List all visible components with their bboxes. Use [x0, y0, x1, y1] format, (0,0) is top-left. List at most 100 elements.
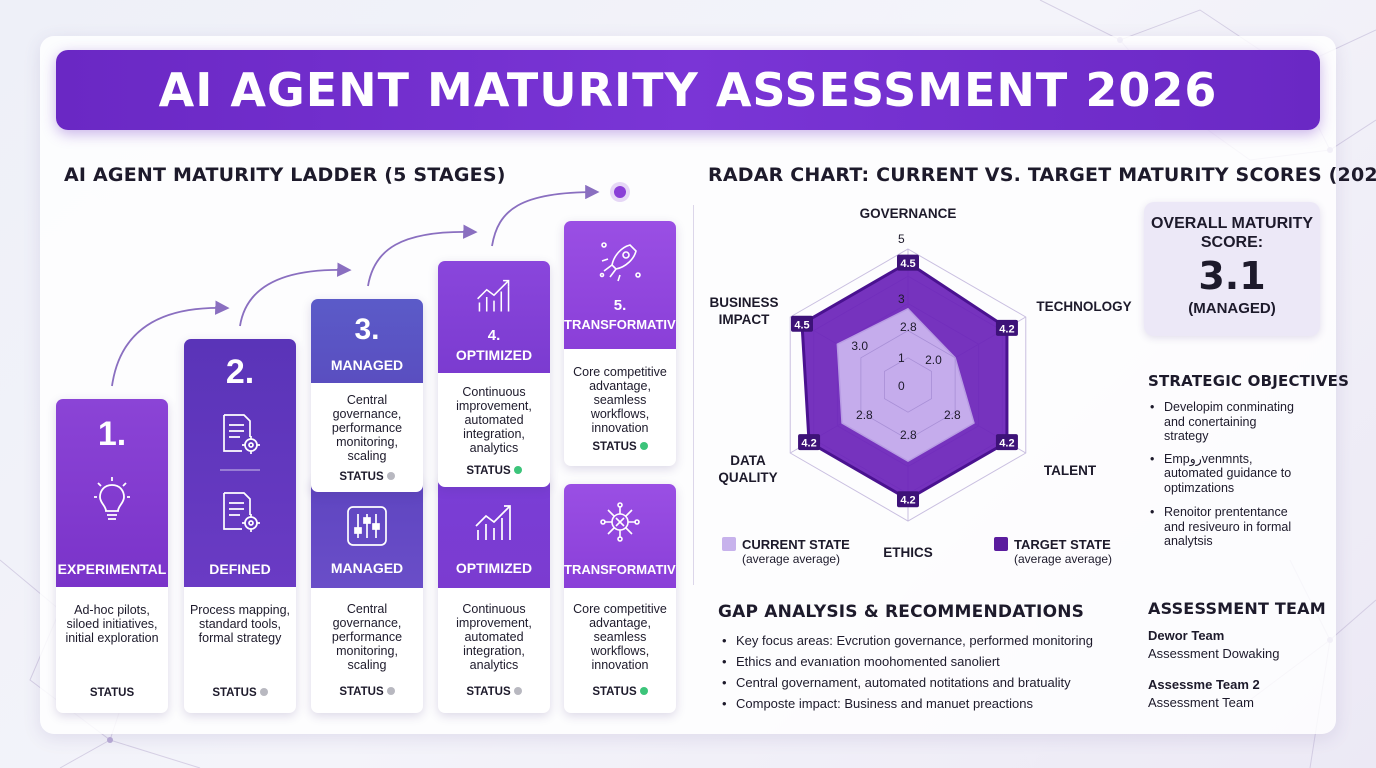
divider — [220, 469, 260, 471]
objectives-title: STRATEGIC OBJECTIVES — [1148, 372, 1350, 390]
radar-target-value-label: 4.2 — [900, 495, 915, 507]
stage-4-number: 4. — [487, 327, 501, 344]
radar-axis-label: BUSINESS — [709, 295, 778, 310]
ladder-arrows — [111, 182, 630, 387]
legend-current: CURRENT STATE (average average) — [722, 537, 850, 566]
radar-inner-ring — [884, 357, 932, 413]
radar-chart: 01352.82.02.82.82.83.04.54.24.24.24.24.5… — [709, 206, 1131, 560]
stage-2-status: STATUS — [184, 687, 296, 699]
stage-3-header: 3. MANAGED — [311, 299, 423, 383]
stage-5-status: STATUS — [564, 441, 676, 453]
overall-score-label: OVERALL MATURITY SCORE: — [1150, 215, 1314, 251]
growth-chart-icon — [477, 279, 510, 312]
gap-list: Key focus areas: Evcrution governance, p… — [720, 630, 1130, 714]
radar-target-value-label: 4.2 — [999, 438, 1014, 450]
column-divider — [693, 205, 694, 585]
radar-scale-tick: 1 — [898, 351, 905, 365]
stage-1-header: 1. EXPERIMENTAL — [56, 399, 168, 587]
stage-2-header: 2. DEFINED — [184, 339, 296, 587]
radar-target-badge — [897, 254, 919, 271]
radar-target-badge — [995, 434, 1018, 451]
radar-target-value-label: 4.5 — [900, 258, 915, 270]
radar-current-value-label: 2.0 — [925, 353, 942, 367]
radar-target-badge — [995, 319, 1018, 336]
network-icon — [600, 502, 640, 542]
title-banner: AI AGENT MATURITY ASSESSMENT 2026 — [56, 50, 1320, 130]
stage-5-lower-label: TRANSFORMATIVE — [564, 562, 676, 577]
list-item: Empروvenmnts,automated guidance tooptimz… — [1148, 452, 1328, 496]
list-item: Ethics and evanıation moohomented sanoli… — [720, 651, 1130, 672]
stage-1-card[interactable]: 1. EXPERIMENTAL Ad-hoc pilots,siloed ini… — [56, 399, 168, 713]
radar-current-value-label: 2.8 — [856, 408, 873, 422]
stage-5-number: 5. — [613, 297, 627, 314]
radar-axis-label: IMPACT — [719, 312, 770, 327]
radar-current-value-label: 2.8 — [944, 408, 961, 422]
radar-target-value-label: 4.5 — [794, 319, 809, 331]
stage-2-number: 2. — [225, 353, 255, 391]
document-gear-icon — [223, 414, 260, 454]
legend-current-swatch — [722, 537, 736, 551]
radar-current-value-label: 3.0 — [851, 339, 868, 353]
stage-4-status: STATUS — [438, 465, 550, 477]
overall-score-card: OVERALL MATURITY SCORE: 3.1 (MANAGED) — [1144, 202, 1320, 336]
legend-target-swatch — [994, 537, 1008, 551]
radar-scale-tick: 3 — [898, 292, 905, 306]
stage-2-card[interactable]: 2. DEFINED Process mapping,standard tool… — [184, 339, 296, 713]
radar-target-value-label: 4.2 — [999, 323, 1014, 335]
radar-axis-label: ETHICS — [883, 545, 933, 560]
stage-4-label: OPTIMIZED — [455, 347, 533, 363]
team-title: ASSESSMENT TEAM — [1148, 599, 1326, 618]
radar-scale-tick: 5 — [898, 232, 905, 246]
radar-axis-label: QUALITY — [718, 470, 777, 485]
radar-axis-label: TECHNOLOGY — [1036, 299, 1131, 314]
team-member: Dewor Team Assessment Dowaking — [1148, 628, 1280, 661]
rocket-icon — [599, 242, 641, 282]
radar-axis-label: GOVERNANCE — [860, 206, 957, 221]
page-title: AI AGENT MATURITY ASSESSMENT 2026 — [158, 63, 1218, 117]
document-gear-icon — [223, 492, 260, 532]
stage-5-header: 5. TRANSFORMATIVE — [564, 221, 676, 349]
radar-axis-label: TALENT — [1044, 463, 1097, 478]
legend-target: TARGET STATE (average average) — [994, 537, 1112, 566]
stage-3-lower-status: STATUS — [311, 686, 423, 698]
stage-3-lower-label: MANAGED — [330, 560, 404, 576]
list-item: Key focus areas: Evcrution governance, p… — [720, 630, 1130, 651]
stage-3-label: MANAGED — [330, 357, 404, 373]
lightbulb-icon — [94, 477, 130, 520]
stage-4-lower-status: STATUS — [438, 686, 550, 698]
radar-inner-ring — [860, 330, 956, 440]
radar-target-badge — [798, 434, 821, 451]
gap-title: GAP ANALYSIS & RECOMMENDATIONS — [718, 602, 1085, 622]
stage-3-status: STATUS — [311, 471, 423, 483]
list-item: Composte impact: Business and manuet pre… — [720, 693, 1130, 714]
radar-target-value-label: 4.2 — [801, 438, 816, 450]
stage-5-lower-status: STATUS — [564, 686, 676, 698]
stage-3-number: 3. — [354, 313, 380, 346]
radar-current-value-label: 2.8 — [900, 428, 917, 442]
stage-2-description: Process mapping,standard tools,formal st… — [189, 603, 291, 645]
stage-4-lower-header: OPTIMIZED — [438, 478, 550, 588]
radar-axis-label: DATA — [730, 453, 766, 468]
list-item: Central governament, automated notitatio… — [720, 672, 1130, 693]
stage-5-label: TRANSFORMATIVE — [564, 317, 676, 332]
stage-3-lower-header: MANAGED — [311, 478, 423, 588]
radar-target-badge — [790, 315, 813, 332]
stage-1-description: Ad-hoc pilots,siloed initiatives,initial… — [65, 603, 159, 645]
stage-4-header: 4. OPTIMIZED — [438, 261, 550, 373]
stage-4-lower-label: OPTIMIZED — [455, 560, 533, 576]
overall-score-level: (MANAGED) — [1188, 300, 1276, 317]
radar-title: RADAR CHART: CURRENT VS. TARGET MATURITY… — [708, 164, 1376, 186]
